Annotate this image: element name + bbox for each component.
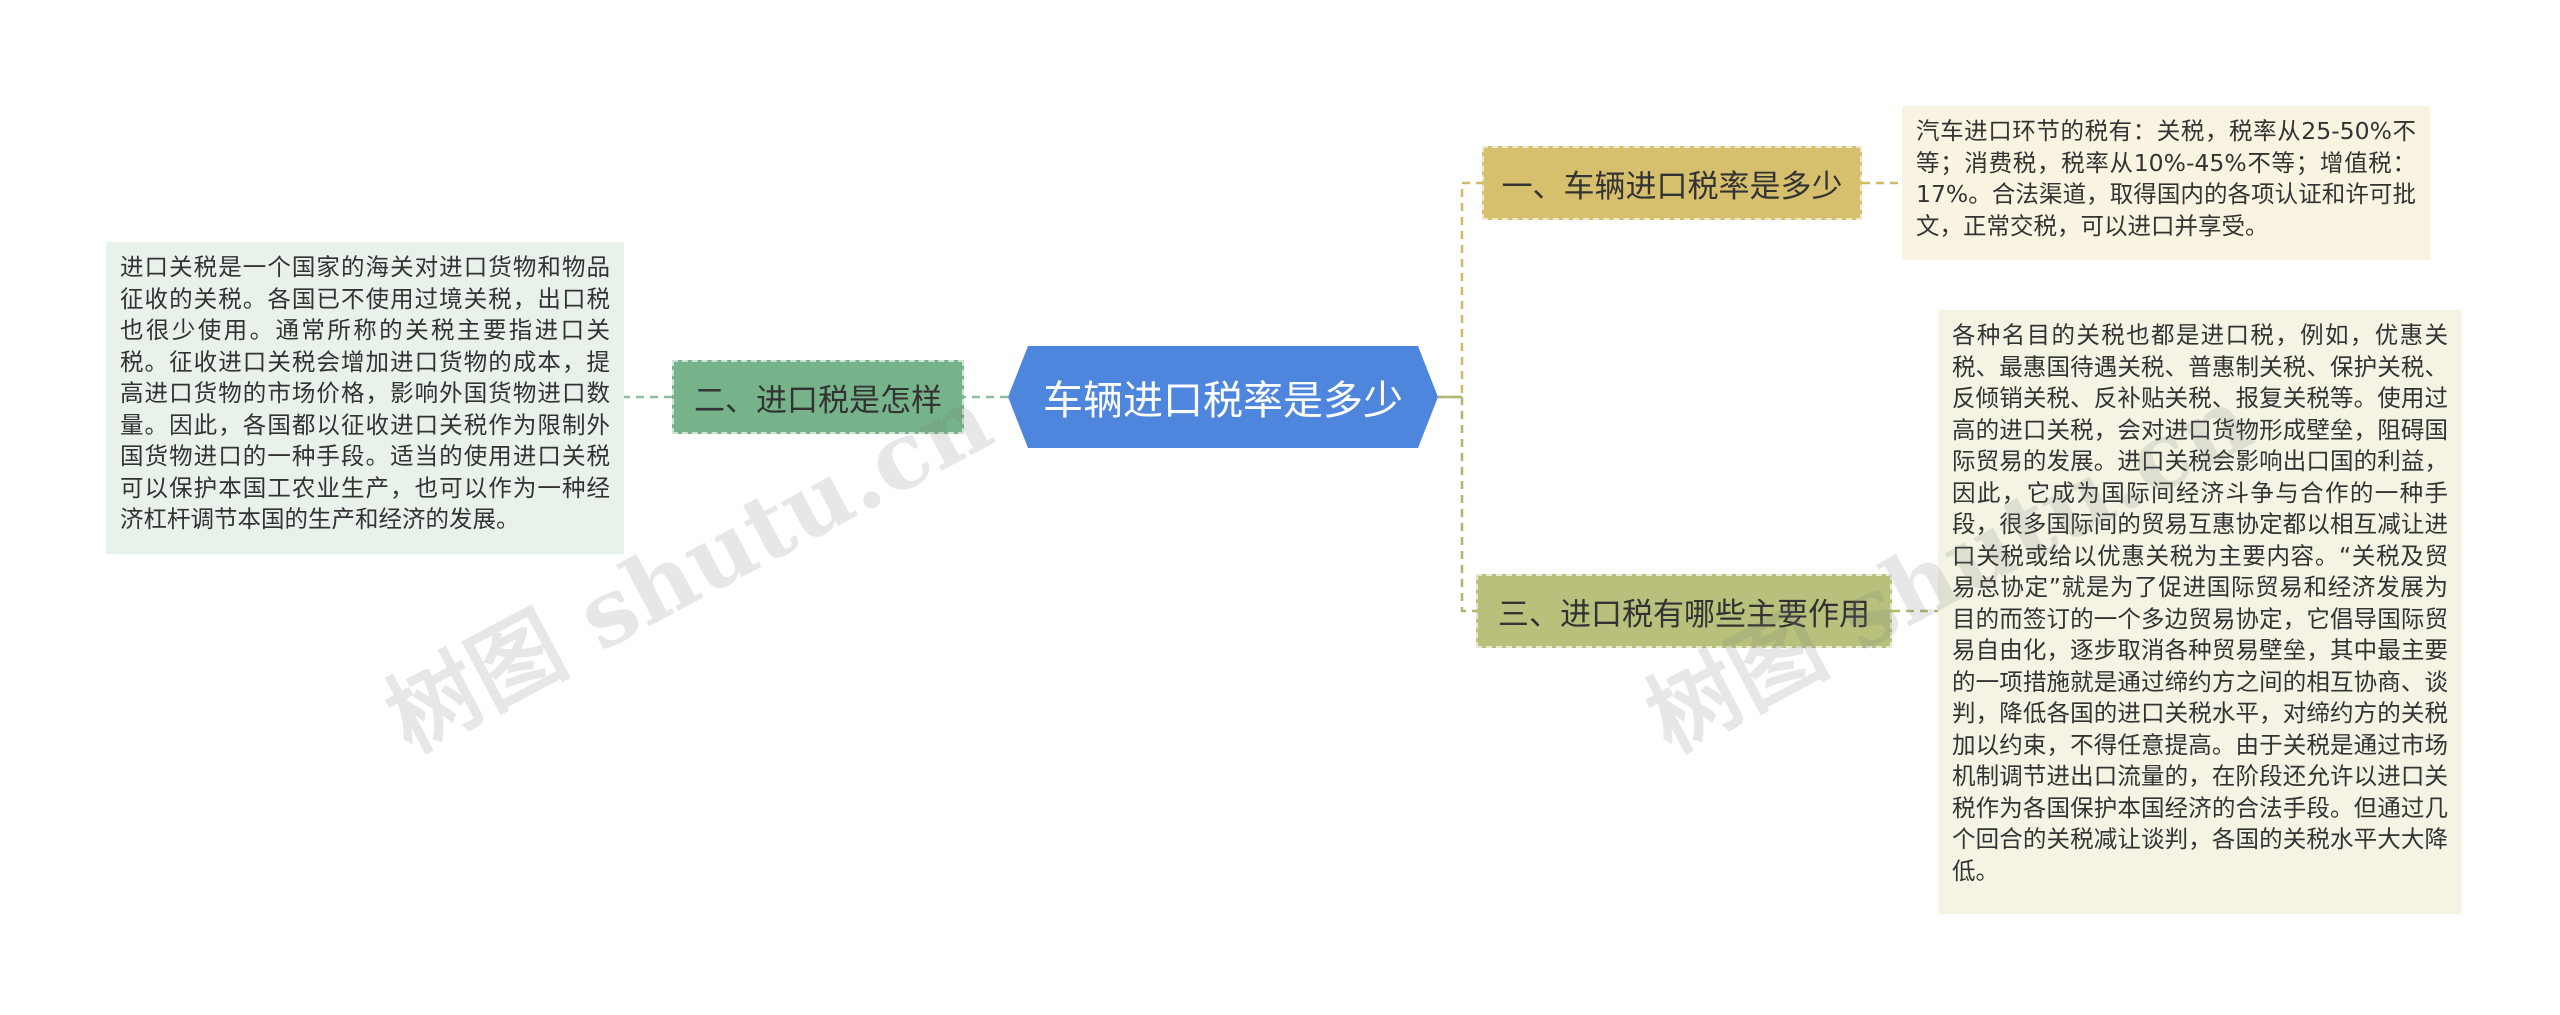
- detail-note-2-text: 进口关税是一个国家的海关对进口货物和物品征收的关税。各国已不使用过境关税，出口税…: [120, 253, 610, 533]
- detail-note-2[interactable]: 进口关税是一个国家的海关对进口货物和物品征收的关税。各国已不使用过境关税，出口税…: [106, 242, 624, 554]
- branch-topic-3-label: 三、进口税有哪些主要作用: [1498, 596, 1870, 633]
- branch-topic-2[interactable]: 二、进口税是怎样: [672, 360, 964, 434]
- branch-topic-1[interactable]: 一、车辆进口税率是多少: [1482, 146, 1862, 220]
- branch-topic-3[interactable]: 三、进口税有哪些主要作用: [1476, 574, 1892, 648]
- root-topic[interactable]: 车辆进口税率是多少: [1008, 346, 1438, 448]
- detail-note-1[interactable]: 汽车进口环节的税有：关税，税率从25-50%不等；消费税，税率从10%-45%不…: [1902, 106, 2430, 260]
- connector-root-branch1: [1438, 181, 1482, 399]
- branch-topic-1-label: 一、车辆进口税率是多少: [1501, 168, 1843, 205]
- detail-note-1-text: 汽车进口环节的税有：关税，税率从25-50%不等；消费税，税率从10%-45%不…: [1916, 117, 2416, 240]
- connector-root-branch3: [1460, 397, 1476, 613]
- detail-note-3[interactable]: 各种名目的关税也都是进口税，例如，优惠关税、最惠国待遇关税、普惠制关税、保护关税…: [1938, 310, 2462, 914]
- detail-note-3-text: 各种名目的关税也都是进口税，例如，优惠关税、最惠国待遇关税、普惠制关税、保护关税…: [1952, 321, 2448, 885]
- branch-topic-2-label: 二、进口税是怎样: [694, 382, 942, 419]
- root-topic-label: 车辆进口税率是多少: [1043, 378, 1403, 424]
